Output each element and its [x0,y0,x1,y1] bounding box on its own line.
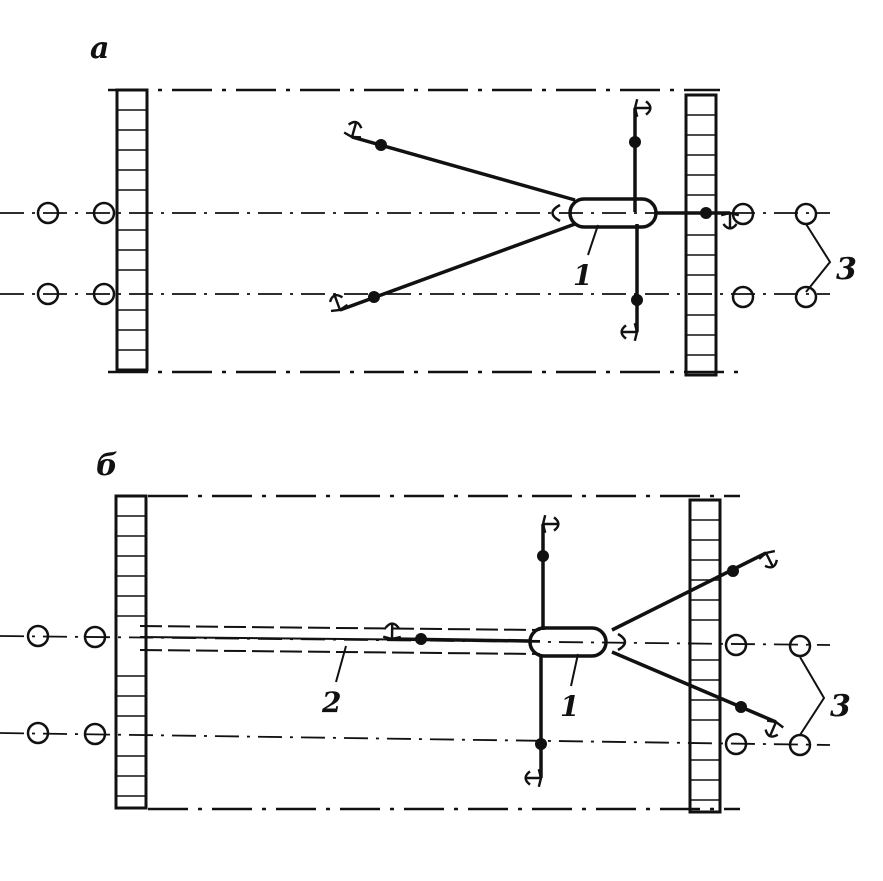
bollard-icon [788,634,812,658]
panel-a-callout-1-leader [587,224,599,256]
bollard-icon [26,721,50,745]
bollard-icon [724,732,748,756]
bollard-icon [731,202,755,226]
bollard-icon [36,282,60,306]
panel-b-upper-axis [0,635,831,646]
bollard-icon [92,282,116,306]
panel-b-mooring-lines [382,514,784,788]
panel-a: а [0,31,857,377]
panel-b-vessel [528,626,627,658]
panel-a-callout-3-bracket [805,223,832,293]
panel-a-label: а [90,31,109,66]
panel-a-mooring-lines [328,98,740,342]
panel-a-vessel [551,197,658,229]
panel-b-callout-1-leader [570,653,579,687]
panel-a-callout-1: 1 [573,259,592,292]
bollard-icon [36,201,60,225]
bollard-icon [92,201,116,225]
bollard-icon [724,633,748,657]
panel-b-label: б [96,448,118,483]
panel-b-lower-axis [0,732,831,746]
bollard-icon [794,285,818,309]
panel-a-callout-3: 3 [836,252,857,287]
panel-b-right-wall [688,498,722,814]
bollard-icon [794,202,818,226]
bollard-icon [83,722,107,746]
bollard-icon [731,285,755,309]
bollard-icon [26,624,50,648]
panel-b-callout-2: 2 [321,686,341,719]
panel-b-callout-1: 1 [560,690,579,723]
panel-b-bollards [26,624,812,757]
panel-b: б [0,448,851,814]
bollard-icon [83,625,107,649]
panel-a-left-wall [115,88,149,372]
panel-a-right-wall [684,93,718,377]
panel-b-left-wall [114,494,148,810]
panel-b-callout-3: 3 [830,689,851,724]
panel-b-callout-3-bracket [799,656,826,736]
panel-b-callout-2-leader [335,645,347,683]
